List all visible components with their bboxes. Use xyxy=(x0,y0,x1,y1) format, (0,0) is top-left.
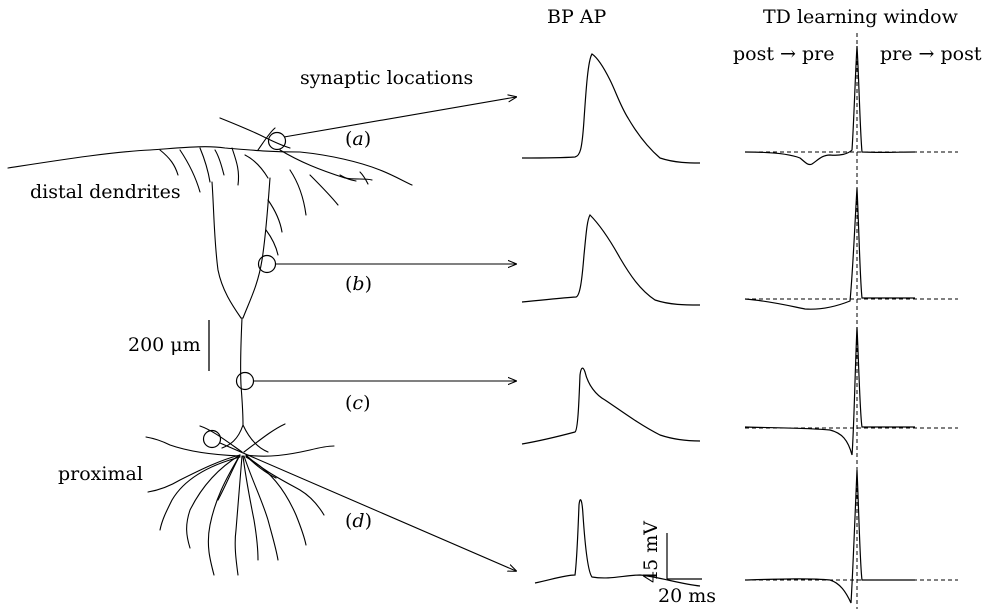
mv-scale-label: 45 mV xyxy=(640,521,662,583)
row-label-b: (b) xyxy=(345,273,372,295)
proximal-label: proximal xyxy=(58,463,143,485)
arrow-a xyxy=(284,97,516,137)
apical-side-branches xyxy=(266,200,282,255)
td-trace-d xyxy=(745,470,915,603)
bp-ap-trace-a xyxy=(522,54,700,163)
td-traces xyxy=(745,46,958,603)
synapse-marker-c xyxy=(237,373,254,390)
arrow-d xyxy=(220,443,516,571)
row-label-a: (a) xyxy=(345,128,371,150)
bp-ap-header: BP AP xyxy=(547,6,607,28)
ms-scale-label: 20 ms xyxy=(658,585,716,607)
apical-branch-left xyxy=(212,182,241,318)
pre-post-label: pre → post xyxy=(880,43,982,65)
td-trace-c xyxy=(745,327,915,455)
bp-ap-traces xyxy=(522,54,700,586)
um-scale-label: 200 μm xyxy=(128,334,201,356)
distal-dendrites-label: distal dendrites xyxy=(30,181,181,203)
distal-dendrite-branch xyxy=(160,150,338,215)
apical-trunk xyxy=(241,318,243,425)
synapse-marker-a xyxy=(269,133,286,150)
row-label-c: (c) xyxy=(345,392,371,414)
synaptic-locations-label: synaptic locations xyxy=(300,67,473,89)
basal-dendrites xyxy=(146,424,334,575)
td-trace-b xyxy=(745,188,915,309)
td-window-header: TD learning window xyxy=(763,6,959,28)
bp-ap-trace-d xyxy=(535,500,700,586)
row-label-d: (d) xyxy=(345,510,372,532)
bp-ap-trace-c xyxy=(522,368,700,444)
synapse-marker-d xyxy=(204,431,221,448)
post-pre-label: post → pre xyxy=(733,43,834,65)
apical-branch-right xyxy=(243,178,270,318)
distal-dendrite-branch xyxy=(200,148,239,185)
bp-ap-trace-b xyxy=(522,215,700,305)
